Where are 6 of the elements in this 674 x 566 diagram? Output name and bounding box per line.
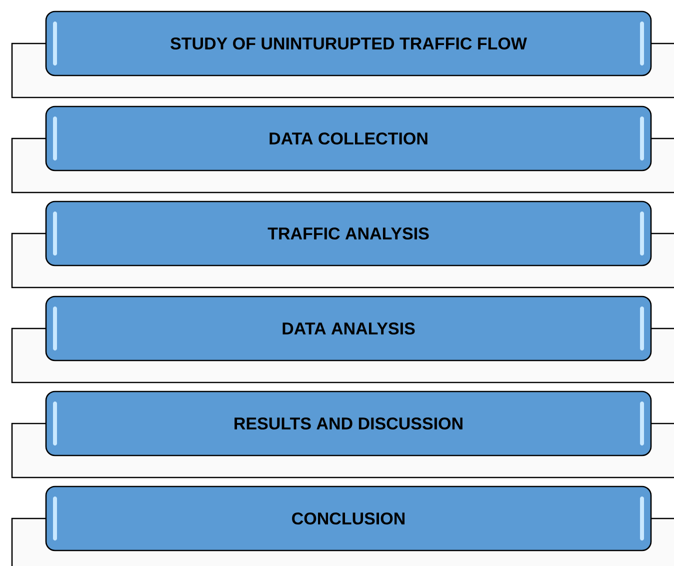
process-box: TRAFFIC ANALYSIS: [45, 200, 652, 266]
process-box: CONCLUSION: [45, 486, 652, 552]
process-box: DATA COLLECTION: [45, 106, 652, 172]
process-box: DATA ANALYSIS: [45, 296, 652, 362]
process-box: RESULTS AND DISCUSSION: [45, 390, 652, 456]
process-box: STUDY OF UNINTURUPTED TRAFFIC FLOW: [45, 10, 652, 76]
